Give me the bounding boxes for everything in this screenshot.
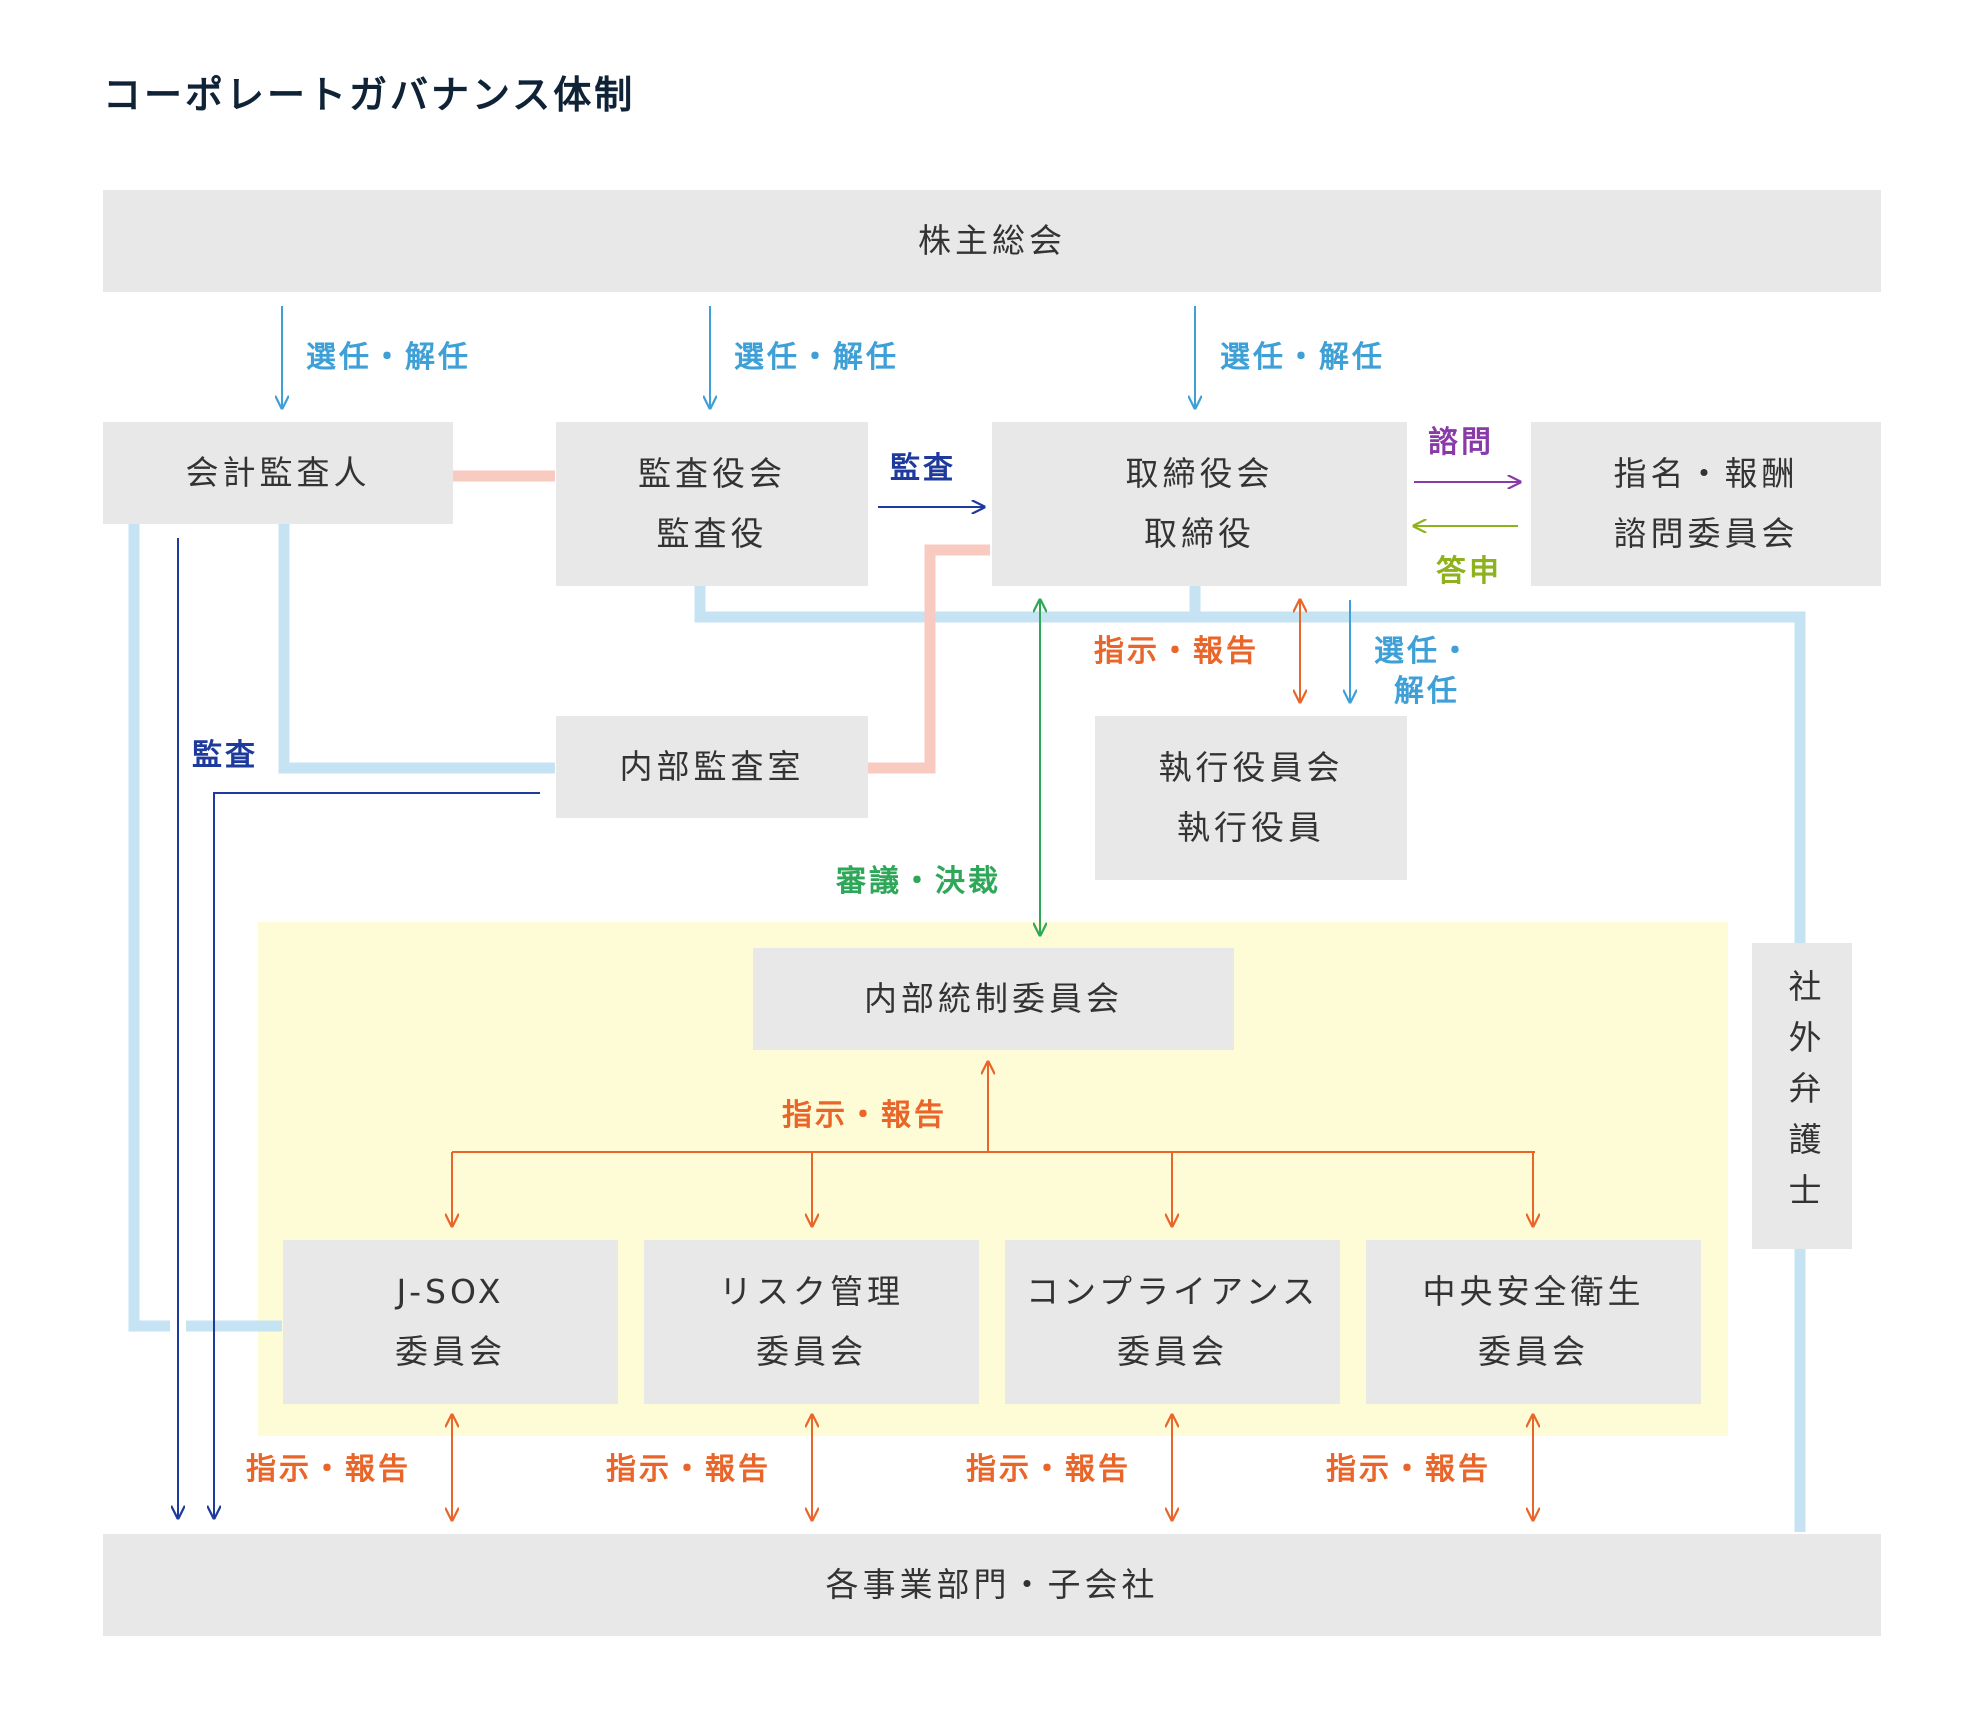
- compliance-committee-box: コンプライアンス 委員会: [1005, 1240, 1340, 1404]
- executive-officers-box: 執行役員会 執行役員: [1095, 716, 1407, 880]
- outside-lawyer-box: 社外弁護士: [1752, 943, 1852, 1249]
- accounting-auditor-box: 会計監査人: [103, 422, 453, 524]
- audit-label-board: 監査: [890, 451, 956, 486]
- nomination-committee-label-line2: 諮問委員会: [1613, 514, 1799, 553]
- risk-committee-label: 委員会: [756, 1332, 867, 1371]
- instruct-report-label-risk: 指示・報告: [606, 1452, 771, 1487]
- risk-management-label: リスク管理: [719, 1272, 904, 1311]
- safety-health-committee-box: 中央安全衛生 委員会: [1366, 1240, 1701, 1404]
- board-of-directors-box: 取締役会 取締役: [992, 422, 1407, 586]
- nomination-committee-label-line1: 指名・報酬: [1613, 454, 1799, 493]
- business-divisions-box: 各事業部門・子会社: [103, 1534, 1881, 1636]
- shareholders-meeting-box: 株主総会: [103, 190, 1881, 292]
- compliance-committee-label: 委員会: [1117, 1332, 1228, 1371]
- elect-dismiss-label-board: 選任・解任: [1220, 340, 1385, 375]
- instruct-report-label-committees: 指示・報告: [782, 1098, 947, 1133]
- instruct-report-label-safety: 指示・報告: [1326, 1452, 1491, 1487]
- deliberate-decide-label: 審議・決裁: [836, 864, 1001, 899]
- executive-officer-label: 執行役員: [1177, 808, 1325, 847]
- risk-management-committee-box: リスク管理 委員会: [644, 1240, 979, 1404]
- consult-label: 諮問: [1428, 425, 1494, 460]
- internal-audit-office-box: 内部監査室: [556, 716, 868, 818]
- audit-board-label: 監査役会: [638, 454, 786, 493]
- instruct-report-label-jsox: 指示・報告: [246, 1452, 411, 1487]
- internal-audit-office-label: 内部監査室: [619, 747, 805, 786]
- elect-dismiss-label-executive-line1: 選任・: [1374, 634, 1473, 669]
- jsox-label: J-SOX: [396, 1272, 505, 1311]
- compliance-label: コンプライアンス: [1025, 1272, 1320, 1311]
- instruct-report-label-compliance: 指示・報告: [966, 1452, 1131, 1487]
- audit-board-box: 監査役会 監査役: [556, 422, 868, 586]
- elect-dismiss-label-executive-line2: 解任: [1394, 674, 1460, 709]
- jsox-committee-label: 委員会: [395, 1332, 506, 1371]
- outside-lawyer-label: 社外弁護士: [1783, 968, 1822, 1224]
- jsox-committee-box: J-SOX 委員会: [283, 1240, 618, 1404]
- elect-dismiss-label-auditor: 選任・解任: [306, 340, 471, 375]
- answer-label: 答申: [1436, 554, 1502, 589]
- instruct-report-label-executive: 指示・報告: [1094, 634, 1259, 669]
- board-of-directors-label: 取締役会: [1125, 454, 1274, 493]
- auditor-link-lines: [452, 470, 990, 774]
- director-label: 取締役: [1144, 514, 1255, 553]
- elect-dismiss-label-audit-board: 選任・解任: [734, 340, 899, 375]
- executive-committee-label: 執行役員会: [1158, 748, 1344, 787]
- accounting-auditor-label: 会計監査人: [185, 453, 371, 492]
- shareholders-meeting-label: 株主総会: [918, 221, 1066, 260]
- safety-health-label: 中央安全衛生: [1422, 1272, 1645, 1311]
- business-divisions-label: 各事業部門・子会社: [825, 1565, 1159, 1604]
- audit-label-divisions: 監査: [192, 738, 258, 773]
- nomination-committee-box: 指名・報酬 諮問委員会: [1531, 422, 1881, 586]
- page-title: コーポレートガバナンス体制: [103, 73, 636, 117]
- internal-control-committee-label: 内部統制委員会: [864, 979, 1123, 1018]
- safety-committee-label: 委員会: [1478, 1332, 1589, 1371]
- auditor-member-label: 監査役: [656, 514, 768, 553]
- internal-control-committee-box: 内部統制委員会: [753, 948, 1234, 1050]
